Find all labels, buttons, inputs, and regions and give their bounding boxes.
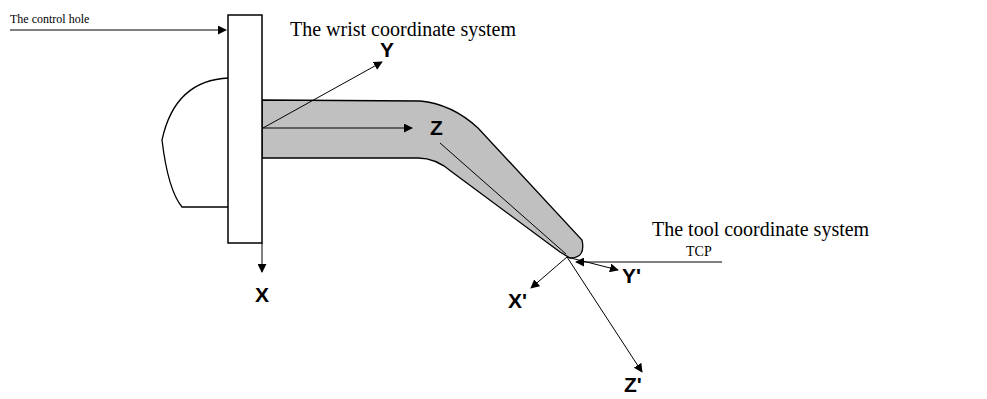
tool-centerline: [440, 143, 566, 254]
axis-label: Z: [430, 116, 443, 139]
wrist-housing: [162, 78, 229, 207]
leader-arrow: [10, 30, 226, 31]
flange-plate: [228, 15, 262, 243]
leader-arrow: [576, 262, 722, 263]
system-label: The wrist coordinate system: [290, 18, 516, 40]
callout-label: TCP: [686, 244, 712, 259]
callout-label: The control hole: [10, 13, 89, 26]
z-prime-axis: [567, 257, 642, 372]
x-prime-axis: [531, 257, 567, 288]
tool-body: [262, 100, 583, 258]
system-label: The tool coordinate system: [652, 218, 869, 240]
x-axis: [262, 243, 263, 272]
axis-label: Z': [624, 373, 642, 396]
y-axis: [263, 62, 382, 128]
z-axis: [263, 128, 412, 129]
axis-label: Y': [622, 264, 641, 287]
axis-label: X': [508, 289, 527, 312]
axis-label: X: [255, 283, 269, 306]
axis-label: Y: [380, 38, 394, 61]
